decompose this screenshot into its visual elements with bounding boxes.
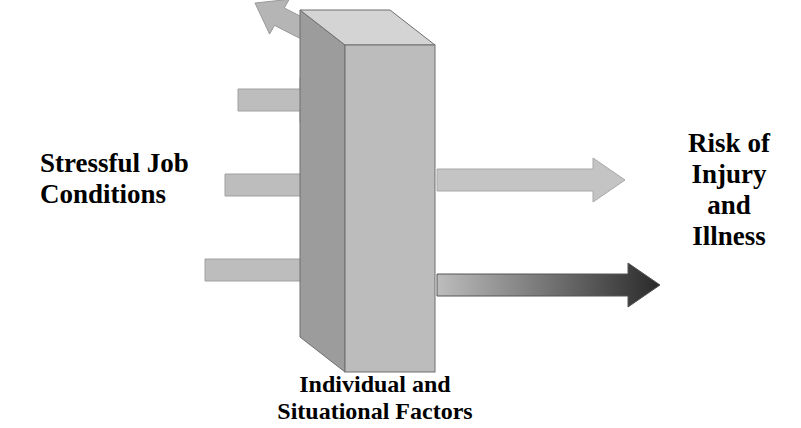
slab-side bbox=[300, 10, 345, 372]
input-label: Stressful Job Conditions bbox=[40, 148, 192, 210]
slab-front bbox=[345, 45, 435, 372]
outcome-arrow bbox=[437, 158, 625, 202]
outcome-arrow bbox=[437, 263, 660, 307]
outcome-label: Risk of Injury and Illness bbox=[668, 128, 790, 252]
slab-shape bbox=[230, 0, 520, 428]
slab-top bbox=[300, 10, 435, 45]
factor-heading: Individual and Situational Factors bbox=[245, 371, 505, 426]
barrier-slab: Individual and Situational Factors bbox=[230, 0, 520, 428]
